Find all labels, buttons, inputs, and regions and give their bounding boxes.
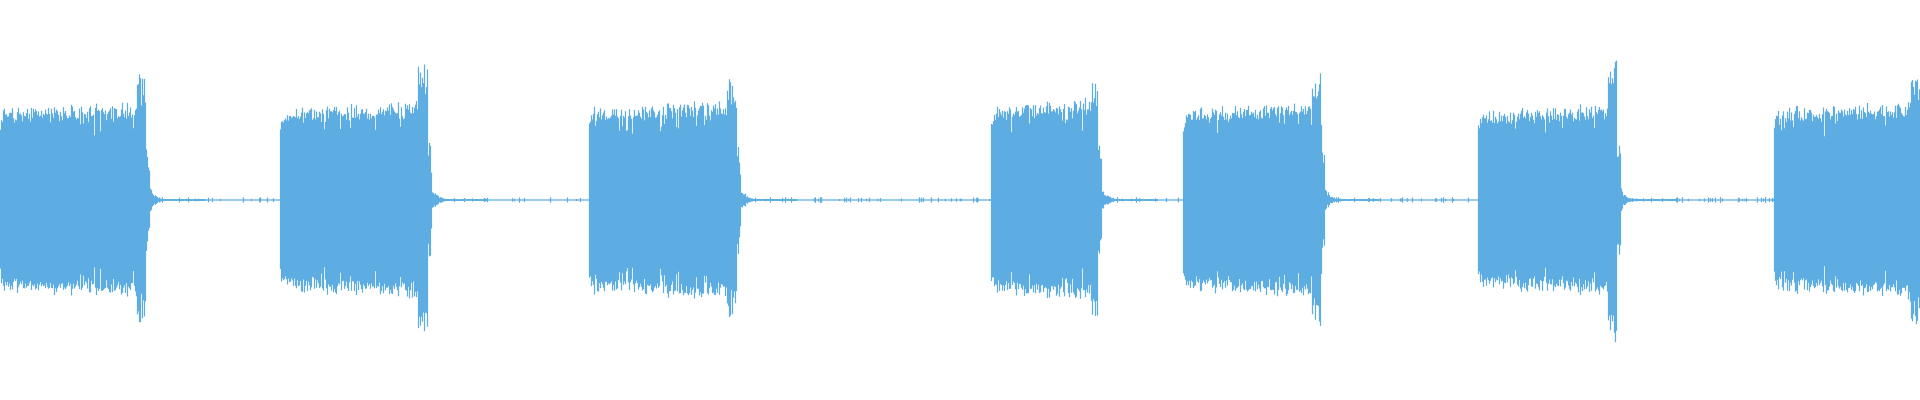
waveform-path bbox=[0, 60, 1920, 343]
waveform-segments bbox=[0, 60, 1920, 343]
